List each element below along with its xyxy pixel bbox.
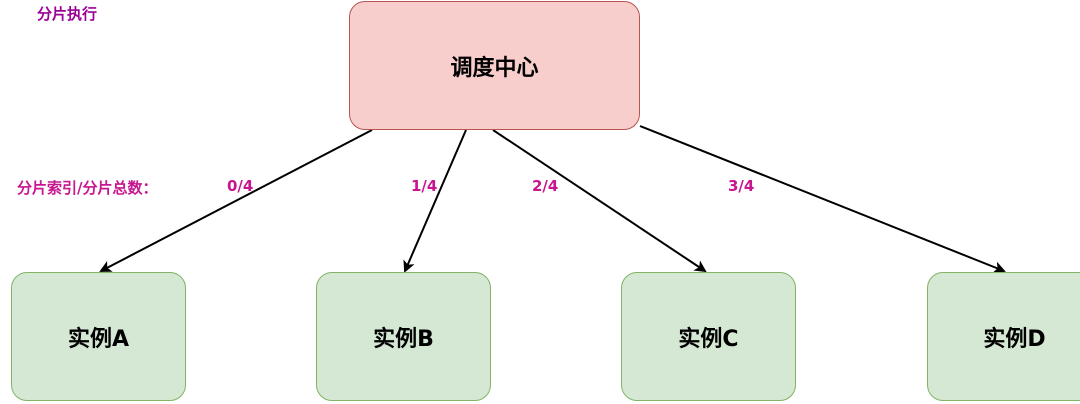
edge-to-instance-a xyxy=(99,129,373,272)
edge-to-instance-c xyxy=(492,129,707,273)
diagram-title: 分片执行 xyxy=(37,5,98,23)
scheduler-center-node: 调度中心 xyxy=(349,1,640,130)
instance-node-a: 实例A xyxy=(11,272,186,401)
instance-b-label: 实例B xyxy=(373,326,434,352)
instance-node-b: 实例B xyxy=(316,272,491,401)
edge-label-1: 1/4 xyxy=(411,177,438,195)
scheduler-center-label: 调度中心 xyxy=(450,55,539,81)
edge-label-2: 2/4 xyxy=(532,177,559,195)
instance-a-label: 实例A xyxy=(67,326,130,352)
instance-c-label: 实例C xyxy=(678,326,739,352)
instance-d-label: 实例D xyxy=(983,326,1046,352)
edge-label-3: 3/4 xyxy=(728,177,755,195)
shard-caption: 分片索引/分片总数： xyxy=(17,179,158,197)
instance-node-c: 实例C xyxy=(621,272,796,401)
edge-label-0: 0/4 xyxy=(227,177,254,195)
instance-node-d: 实例D xyxy=(927,272,1080,401)
edge-to-instance-d xyxy=(639,125,1006,273)
edge-to-instance-b xyxy=(403,129,467,273)
